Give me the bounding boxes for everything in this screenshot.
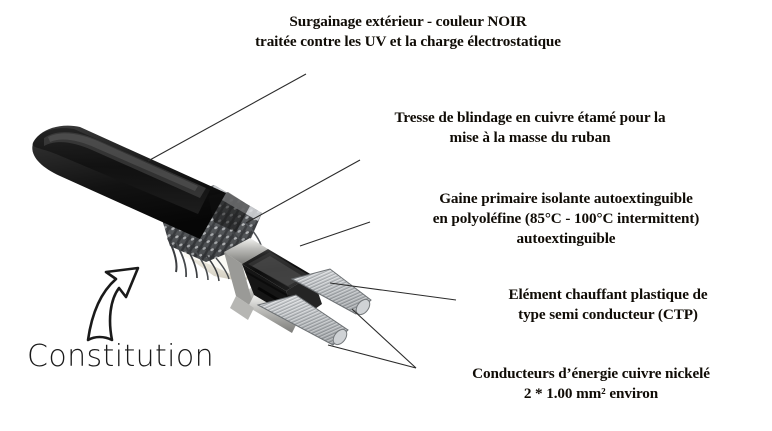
label-conductors-line-2: 2 * 1.00 mm² environ [523, 384, 659, 402]
label-heating-element: Elément chauffant plastique de type semi… [452, 285, 764, 325]
up-right-arrow-icon [86, 266, 140, 342]
label-primary-sheath: Gaine primaire isolante autoextinguible … [368, 189, 764, 248]
label-conductors-line-1: Conducteurs d’énergie cuivre nickelé [472, 365, 710, 382]
label-primary-sheath-line-2: en polyoléfine (85°C - 100°C intermitten… [432, 209, 700, 227]
label-braid-shield-line-2: mise à la masse du ruban [449, 128, 611, 146]
label-outer-jacket-line-1: Surgainage extérieur - couleur NOIR [289, 13, 527, 30]
label-heating-element-line-1: Elément chauffant plastique de [508, 286, 708, 303]
label-primary-sheath-line-3: autoextinguible [516, 229, 616, 247]
label-braid-shield: Tresse de blindage en cuivre étamé pour … [330, 108, 730, 148]
label-outer-jacket-line-2: traitée contre les UV et la charge élect… [255, 32, 561, 50]
constitution-title: Constitution [27, 339, 215, 374]
outer-jacket-art [32, 125, 250, 239]
label-conductors: Conducteurs d’énergie cuivre nickelé 2 *… [414, 364, 768, 404]
label-outer-jacket: Surgainage extérieur - couleur NOIR trai… [188, 12, 628, 52]
label-braid-shield-line-1: Tresse de blindage en cuivre étamé pour … [394, 109, 666, 126]
label-heating-element-line-2: type semi conducteur (CTP) [518, 305, 698, 323]
label-primary-sheath-line-1: Gaine primaire isolante autoextinguible [439, 190, 693, 207]
